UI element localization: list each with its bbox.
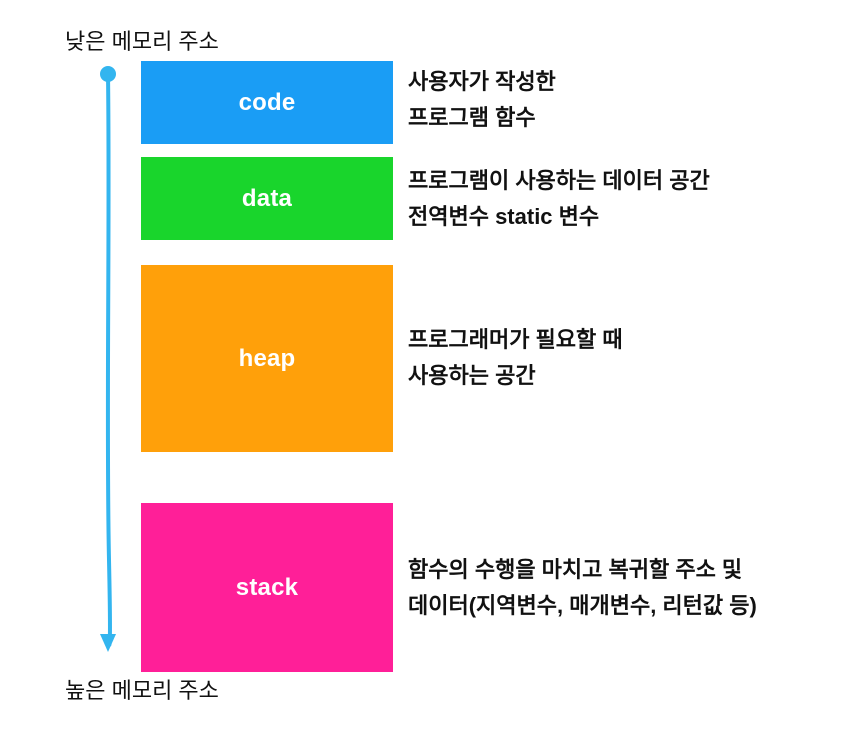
data-description: 프로그램이 사용하는 데이터 공간 전역변수 static 변수 <box>408 163 710 235</box>
data-segment: data <box>141 157 393 240</box>
code-description: 사용자가 작성한 프로그램 함수 <box>408 64 556 136</box>
high-memory-address-label: 높은 메모리 주소 <box>65 678 219 703</box>
arrow-head-down-icon <box>100 634 116 652</box>
data-description-line: 전역변수 static 변수 <box>408 204 600 229</box>
code-description-line: 프로그램 함수 <box>408 105 536 130</box>
low-memory-address-label: 낮은 메모리 주소 <box>65 29 219 54</box>
arrow-start-dot <box>100 66 116 82</box>
stack-segment-label: stack <box>235 573 299 601</box>
heap-segment: heap <box>141 265 393 452</box>
stack-description-line: 데이터(지역변수, 매개변수, 리턴값 등) <box>408 593 757 618</box>
code-segment: code <box>141 61 393 144</box>
stack-segment: stack <box>141 503 393 672</box>
heap-description: 프로그래머가 필요할 때 사용하는 공간 <box>408 322 623 394</box>
data-segment-label: data <box>241 184 293 212</box>
heap-segment-label: heap <box>238 344 296 372</box>
arrow-shaft <box>105 72 112 647</box>
stack-description-line: 함수의 수행을 마치고 복귀할 주소 및 <box>408 557 743 582</box>
code-description-line: 사용자가 작성한 <box>408 69 556 94</box>
data-description-line: 프로그램이 사용하는 데이터 공간 <box>408 168 710 193</box>
heap-description-line: 사용하는 공간 <box>408 363 536 388</box>
code-segment-label: code <box>238 88 296 116</box>
stack-description: 함수의 수행을 마치고 복귀할 주소 및 데이터(지역변수, 매개변수, 리턴값… <box>408 552 757 624</box>
heap-description-line: 프로그래머가 필요할 때 <box>408 327 623 352</box>
